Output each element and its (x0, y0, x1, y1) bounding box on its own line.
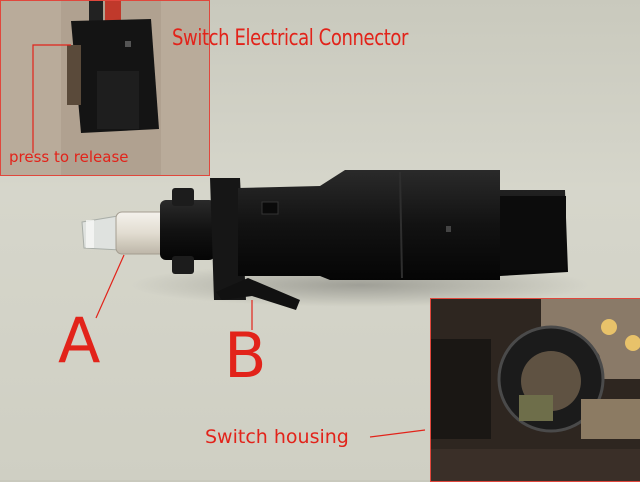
press-to-release-label: press to release (9, 148, 129, 166)
part-a-label: A (58, 304, 101, 377)
press-pointer-line (32, 44, 71, 153)
release-lever (216, 278, 300, 310)
mounting-flange (210, 178, 246, 300)
connector-photo (1, 1, 209, 175)
pointer-line-housing (369, 429, 426, 438)
plunger (115, 211, 167, 255)
connector-inset-photo (0, 0, 210, 176)
switch-housing-label: Switch housing (205, 426, 349, 448)
part-b-label: B (224, 319, 267, 392)
housing-inset-photo (430, 298, 640, 482)
connector-title-label: Switch Electrical Connector (172, 26, 409, 51)
front-collar (160, 200, 215, 260)
switch-housing-photo (431, 299, 640, 481)
switch-body (238, 170, 568, 280)
pointer-line-a (95, 254, 125, 319)
